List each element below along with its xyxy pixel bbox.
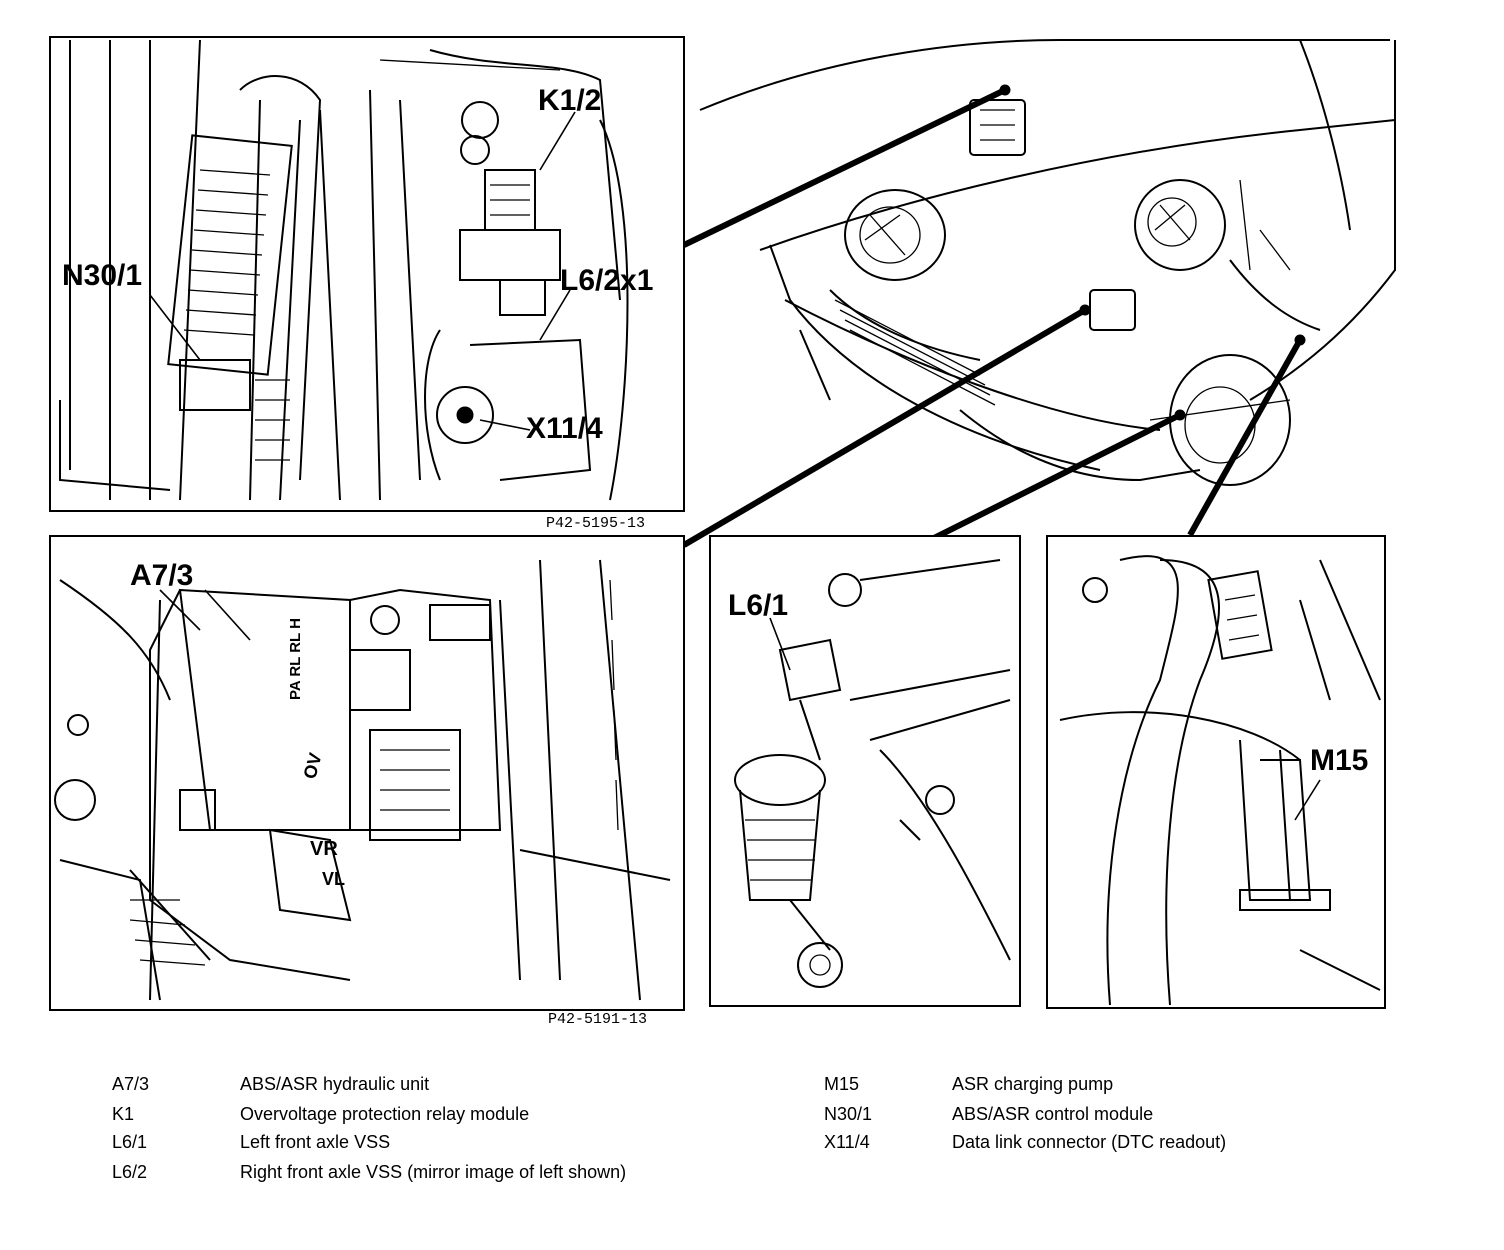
callout-x11-4: X11/4 [526, 412, 603, 445]
panel-bottom-right: M15 [1046, 535, 1386, 1009]
legend-description: Data link connector (DTC readout) [952, 1132, 1226, 1152]
figure-number-top-left: P42-5195-13 [546, 515, 645, 532]
engine-bay-illustration [59, 39, 629, 501]
callout-k1-2: K1/2 [538, 84, 601, 117]
callout-a7-3: A7/3 [130, 559, 193, 592]
charging-pump-illustration [1059, 555, 1381, 1006]
label-vr: VR [310, 838, 338, 860]
legend-code: M15 [824, 1074, 859, 1094]
legend-left-column: A7/3 ABS/ASR hydraulic unit K1 Overvolta… [112, 1074, 626, 1182]
callout-m15: M15 [1310, 744, 1368, 777]
legend-description: ABS/ASR control module [952, 1104, 1153, 1124]
callout-l6-2x1: L6/2x1 [560, 264, 653, 297]
panel-bottom-left: PA RL RL H OV VR VL A7/3 P42-5191-13 [49, 535, 685, 1028]
legend-code: A7/3 [112, 1074, 149, 1094]
port-labels: PA RL RL H [287, 618, 304, 700]
panel-top-left-frame [49, 36, 685, 512]
figure-number-bottom-left: P42-5191-13 [548, 1011, 647, 1028]
left-front-axle-illustration [734, 559, 1011, 988]
panel-bottom-middle: L6/1 [709, 535, 1021, 1007]
hydraulic-unit-illustration [54, 559, 671, 1001]
legend-code: N30/1 [824, 1104, 872, 1124]
panel-top-left: K1/2 N30/1 L6/2x1 X11/4 P42-5195-13 [49, 36, 685, 532]
legend-right-column: M15 ASR charging pump N30/1 ABS/ASR cont… [824, 1074, 1226, 1152]
callout-n30-1: N30/1 [62, 259, 142, 292]
legend-description: ABS/ASR hydraulic unit [240, 1074, 429, 1094]
legend-description: Overvoltage protection relay module [240, 1104, 529, 1124]
legend-description: Left front axle VSS [240, 1132, 390, 1152]
vehicle-overview-illustration [699, 39, 1396, 486]
panel-bottom-right-frame [1046, 535, 1386, 1009]
legend-code: X11/4 [824, 1132, 870, 1152]
callout-l6-1: L6/1 [728, 589, 788, 622]
connector-lines [682, 87, 1303, 583]
panel-bottom-middle-frame [709, 535, 1021, 1007]
legend-description: ASR charging pump [952, 1074, 1113, 1094]
legend-description: Right front axle VSS (mirror image of le… [240, 1162, 626, 1182]
legend: A7/3 ABS/ASR hydraulic unit K1 Overvolta… [112, 1074, 1226, 1182]
panel-bottom-left-frame [49, 535, 685, 1011]
legend-code: K1 [112, 1104, 134, 1124]
label-vl: VL [322, 869, 345, 889]
legend-code: L6/2 [112, 1162, 147, 1182]
legend-code: L6/1 [112, 1132, 147, 1152]
